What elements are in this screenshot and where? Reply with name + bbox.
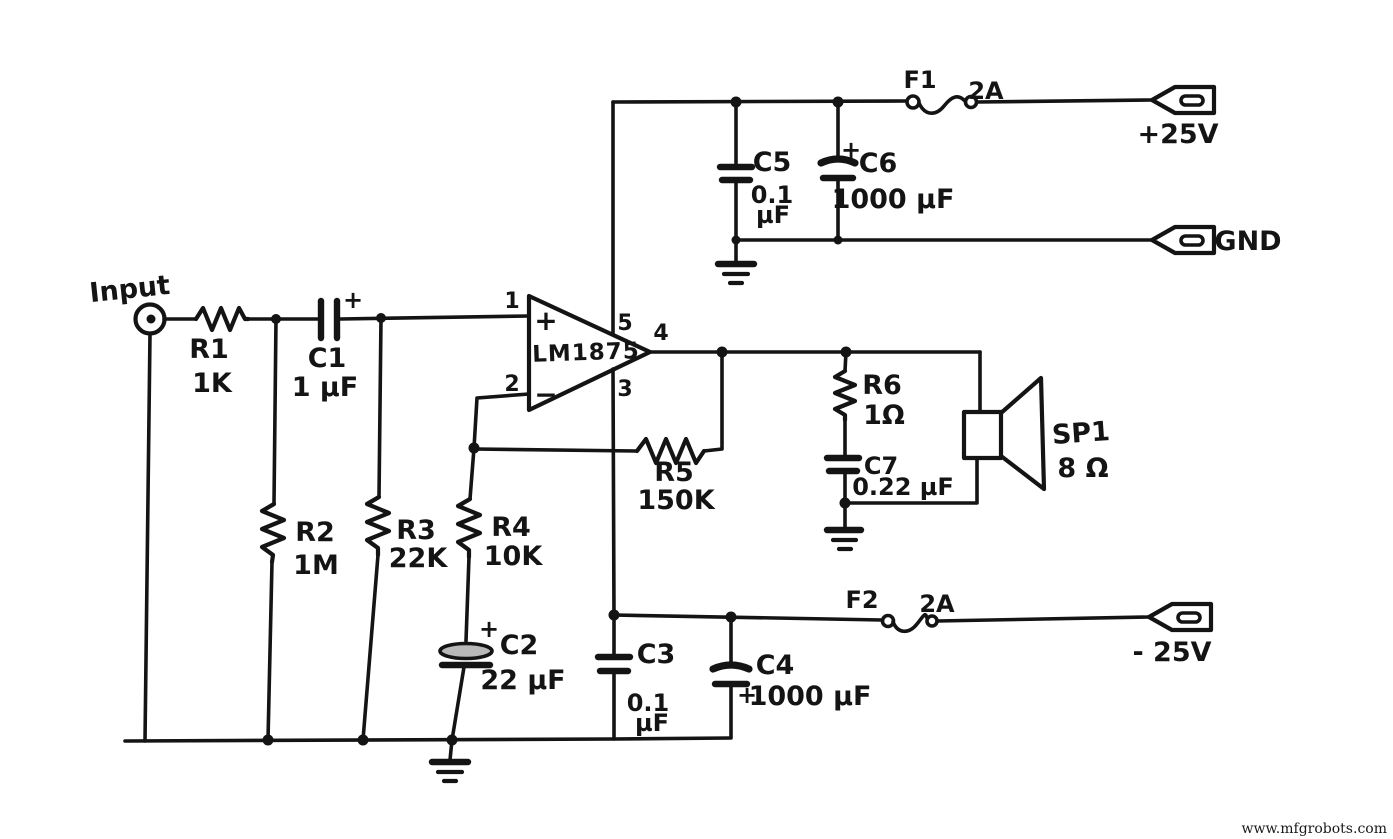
- c5-value: 0.1: [751, 181, 794, 209]
- c6-value: 1000 µF: [832, 184, 955, 215]
- c1-polarity: +: [343, 286, 363, 314]
- terminal-minus-25v: - 25V: [1132, 601, 1214, 668]
- r6-ref: R6: [862, 370, 902, 401]
- r1-ref: R1: [189, 334, 229, 365]
- c4-value: 1000 µF: [749, 681, 872, 712]
- c2-value: 22 µF: [480, 665, 565, 696]
- watermark: www.mfgrobots.com: [1242, 821, 1387, 837]
- sp1-ref: SP1: [1051, 416, 1111, 451]
- fuse-f1: F1 2A: [903, 66, 1004, 115]
- terminal-plus-25v-label: +25V: [1137, 119, 1218, 150]
- terminal-minus-25v-label: - 25V: [1132, 637, 1211, 668]
- c1-value: 1 µF: [292, 372, 359, 403]
- input-jack: Input: [88, 270, 172, 336]
- capacitor-c5: C5 0.1 µF: [716, 100, 794, 242]
- resistor-r3: R3 22K: [364, 494, 449, 574]
- terminal-plus-25v: +25V: [1137, 84, 1219, 150]
- opamp-lm1875: + − LM1875 1 2 5 3 4: [504, 289, 669, 413]
- ground-symbol-main: [428, 738, 472, 784]
- sp1-value: 8 Ω: [1057, 453, 1108, 484]
- r5-value: 150K: [637, 485, 715, 516]
- terminal-gnd-label: GND: [1214, 226, 1281, 257]
- pin-2-label: 2: [504, 372, 519, 397]
- f2-ref: F2: [845, 586, 878, 614]
- resistor-r1: R1 1K: [189, 305, 251, 399]
- opamp-minus-sign: −: [534, 378, 557, 411]
- c2-ref: C2: [500, 630, 539, 661]
- f1-ref: F1: [903, 66, 936, 94]
- resistor-r6: R6 1Ω: [832, 350, 905, 457]
- resistor-r5: R5 150K: [634, 436, 716, 516]
- r3-value: 22K: [389, 543, 449, 574]
- wires: [123, 98, 1154, 743]
- capacitor-c3: C3 0.1 µF: [594, 613, 676, 739]
- opamp-part-number: LM1875: [532, 338, 640, 368]
- c3-unit: µF: [635, 709, 669, 737]
- c2-polarity: +: [479, 615, 499, 643]
- resistor-r2: R2 1M: [259, 501, 339, 581]
- c3-value: 0.1: [627, 689, 670, 717]
- c7-value: 0.22 µF: [852, 473, 954, 501]
- r4-value: 10K: [484, 541, 544, 572]
- r1-value: 1K: [192, 368, 233, 399]
- ground-symbol-c5: [714, 238, 758, 286]
- pin-1-label: 1: [504, 289, 519, 314]
- f1-rating: 2A: [968, 77, 1004, 105]
- resistor-r4: R4 10K: [455, 496, 544, 572]
- c6-ref: C6: [859, 148, 898, 179]
- capacitor-c1: + C1 1 µF: [292, 286, 363, 403]
- terminal-gnd: GND: [1149, 224, 1282, 257]
- fuse-f2: F2 2A: [845, 586, 955, 634]
- capacitor-c2: + C2 22 µF: [438, 615, 566, 696]
- opamp-plus-sign: +: [534, 304, 557, 337]
- f2-rating: 2A: [919, 590, 955, 618]
- r2-ref: R2: [295, 517, 335, 548]
- capacitor-c4: + C4 1000 µF: [709, 615, 872, 739]
- pin-5-label: 5: [617, 311, 632, 336]
- c4-polarity: +: [737, 681, 757, 709]
- r4-ref: R4: [491, 512, 531, 543]
- c3-ref: C3: [637, 639, 676, 670]
- speaker-sp1: SP1 8 Ω: [961, 375, 1111, 492]
- input-label: Input: [88, 270, 172, 309]
- r3-ref: R3: [396, 515, 436, 546]
- c7-ref: C7: [864, 452, 898, 480]
- capacitor-c7: C7 0.22 µF: [823, 452, 954, 505]
- pin-3-label: 3: [617, 377, 632, 402]
- c6-polarity: +: [841, 136, 861, 164]
- ground-symbol-speaker: [823, 501, 865, 552]
- c1-ref: C1: [308, 343, 347, 374]
- capacitor-c6: + C6 1000 µF: [817, 100, 955, 242]
- c4-ref: C4: [756, 650, 795, 681]
- c5-ref: C5: [753, 147, 792, 178]
- r2-value: 1M: [293, 550, 339, 581]
- r6-value: 1Ω: [863, 400, 905, 431]
- c5-unit: µF: [756, 201, 790, 229]
- pin-4-label: 4: [653, 321, 668, 346]
- r5-ref: R5: [654, 457, 694, 488]
